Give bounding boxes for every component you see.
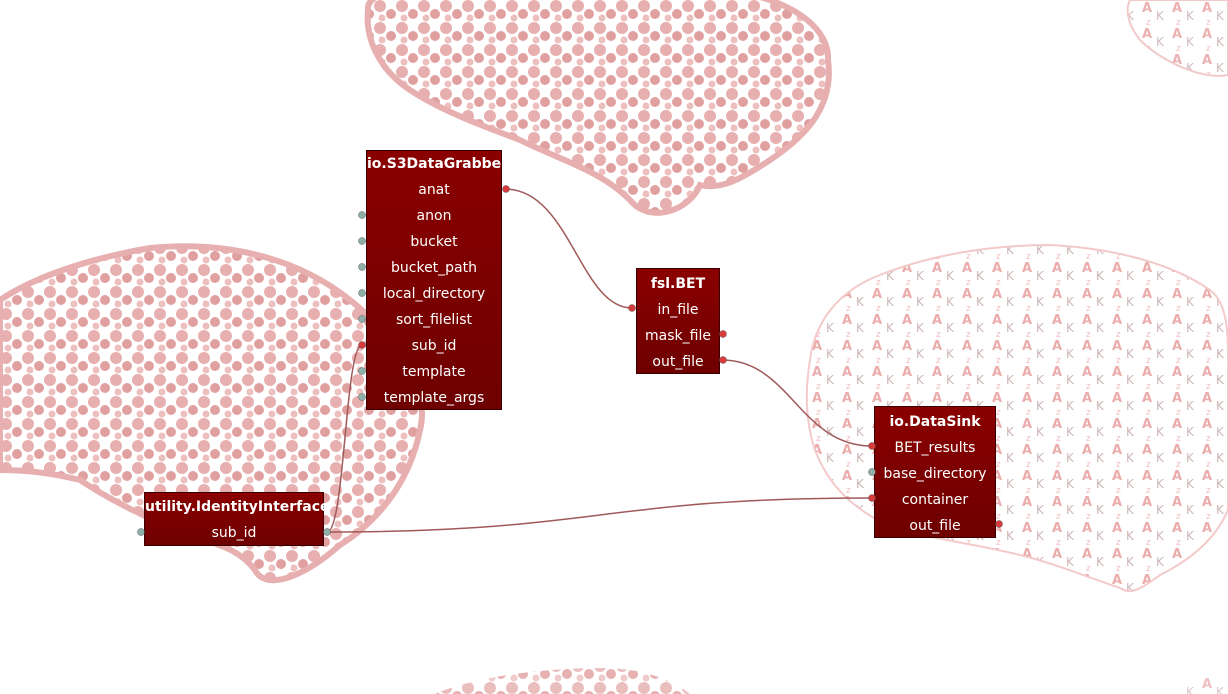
port-anon[interactable]: anon [416,208,452,224]
port-sub-id[interactable]: sub_id [411,338,457,354]
connection-sub-id-container[interactable] [326,497,873,533]
port-out-file[interactable]: out_file [909,518,961,534]
brain-cloud-icon [364,0,832,216]
brain-cloud-icon [1126,0,1228,77]
port-local-directory[interactable]: local_directory [382,286,486,302]
node-title: utility.IdentityInterface [145,499,330,515]
brain-cloud-icon [435,668,1228,694]
node-identity-interface[interactable]: utility.IdentityInterface sub_id [144,492,330,546]
port-sub-id[interactable]: sub_id [211,525,257,541]
port-in-file[interactable]: in_file [657,302,699,318]
port-bucket[interactable]: bucket [410,234,458,250]
node-title: io.DataSink [889,414,981,430]
port-bet-results[interactable]: BET_results [894,440,976,456]
node-title: fsl.BET [650,276,706,292]
letter-cloud-icon [805,243,1228,593]
port-template-args[interactable]: template_args [383,390,485,406]
node-s3-data-grabber[interactable]: io.S3DataGrabber anat anon bucket bucket… [366,150,509,410]
port-out-file[interactable]: out_file [652,354,704,370]
port-base-directory[interactable]: base_directory [883,466,987,482]
port-anat[interactable]: anat [418,182,450,198]
port-mask-file[interactable]: mask_file [645,328,711,344]
connection-out-file-bet-results[interactable] [721,359,873,447]
port-sort-filelist[interactable]: sort_filelist [396,312,472,328]
port-container[interactable]: container [901,492,969,508]
port-bucket-path[interactable]: bucket_path [391,260,477,276]
node-data-sink[interactable]: io.DataSink BET_results base_directory c… [874,406,996,538]
node-title: io.S3DataGrabber [367,156,509,172]
connection-anat-in-file[interactable] [504,188,633,309]
node-fsl-bet[interactable]: fsl.BET in_file mask_file out_file [636,268,720,374]
port-template[interactable]: template [402,364,466,380]
connection-sub-id-sub-id[interactable] [326,344,363,533]
